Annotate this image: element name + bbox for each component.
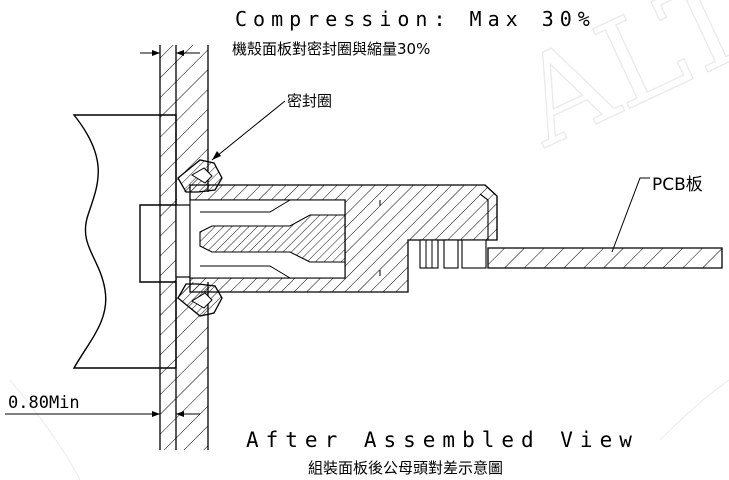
compression-title: Compression: Max 30% bbox=[235, 7, 596, 31]
view-subtitle: 組裝面板後公母頭對差示意圖 bbox=[308, 459, 503, 477]
seal-leader-line bbox=[211, 100, 286, 161]
gap-dimension bbox=[5, 411, 200, 417]
view-title: After Assembled View bbox=[246, 428, 639, 452]
pcb-leader-line bbox=[611, 177, 650, 253]
connector-face bbox=[175, 204, 191, 278]
housing-block bbox=[72, 114, 177, 369]
compression-dimension bbox=[140, 50, 200, 56]
seal-label: 密封圈 bbox=[287, 92, 332, 110]
compression-subtitle: 機殼面板對密封圈與縮量30% bbox=[232, 40, 430, 58]
pcb-board bbox=[487, 247, 723, 269]
pcb-mount bbox=[419, 239, 487, 269]
gap-dimension-label: 0.80Min bbox=[8, 393, 80, 413]
connector-body bbox=[189, 184, 498, 293]
pcb-label: PCB板 bbox=[652, 175, 703, 195]
